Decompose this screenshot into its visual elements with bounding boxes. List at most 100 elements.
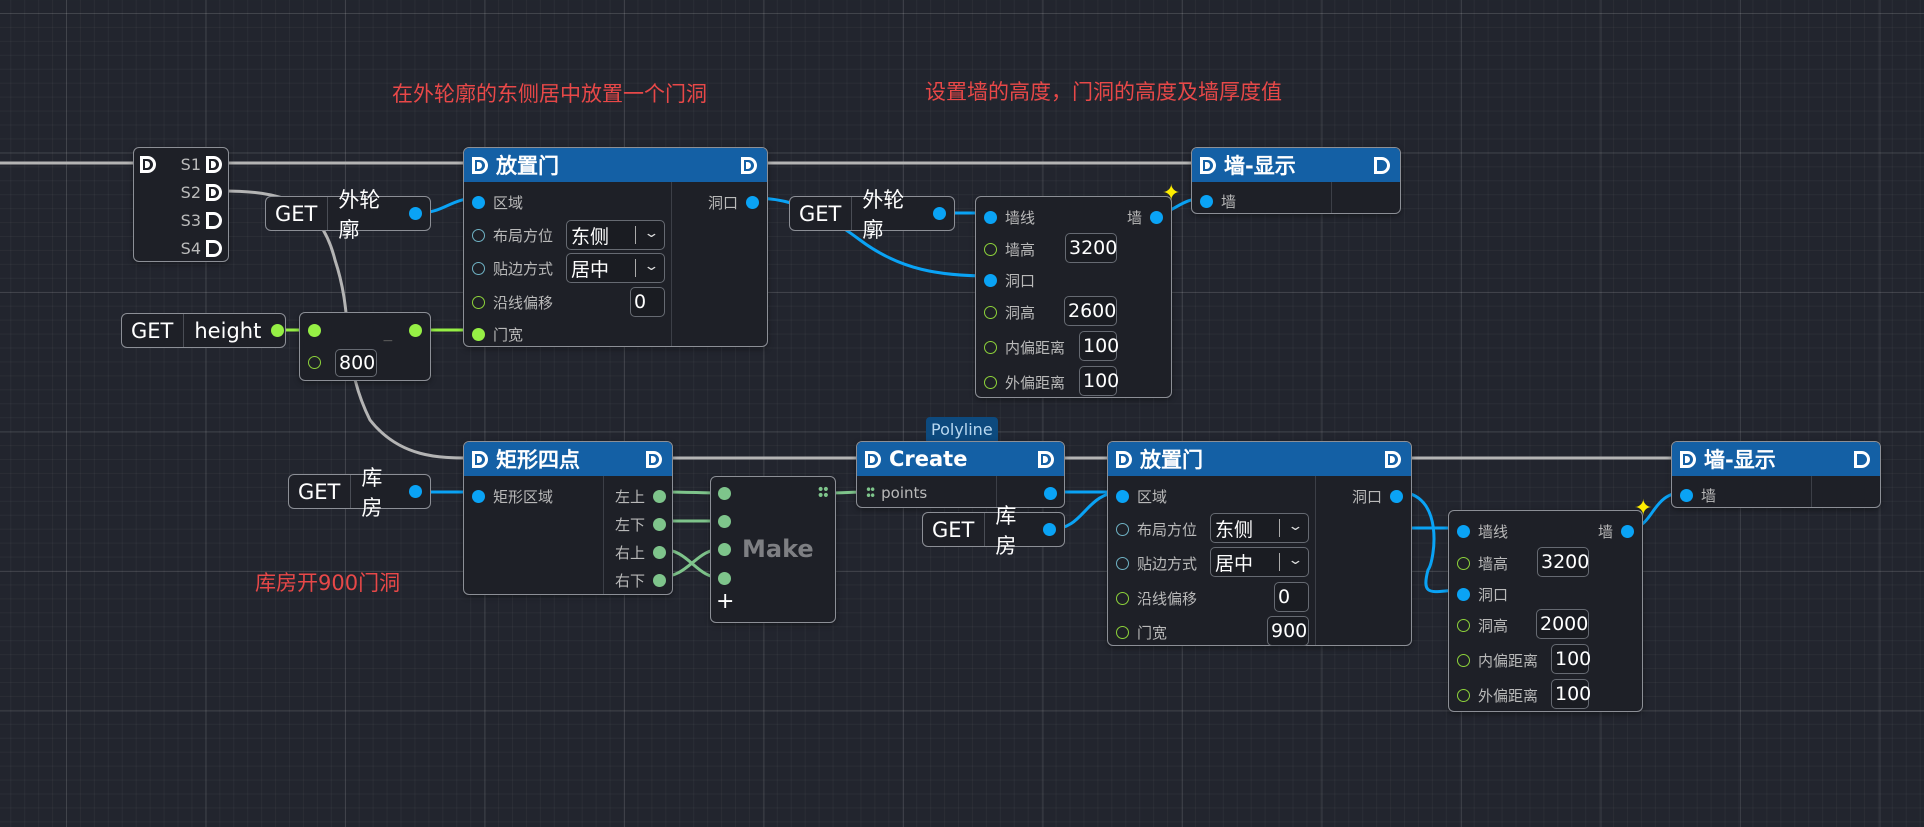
output-pin[interactable]	[1044, 487, 1057, 500]
input-layout[interactable]: 布局方位	[472, 225, 553, 246]
inner-offset-field[interactable]: 100	[1551, 644, 1591, 674]
point-pin[interactable]	[718, 572, 731, 585]
object-pin[interactable]	[1457, 525, 1470, 538]
object-pin[interactable]	[1116, 490, 1129, 503]
output-pin[interactable]	[271, 324, 285, 337]
object-pin[interactable]	[472, 196, 485, 209]
input-wall-height[interactable]: 墙高	[984, 239, 1035, 260]
point-pin[interactable]	[653, 546, 666, 559]
output-bottom-right[interactable]: 右下	[615, 570, 666, 591]
input-width[interactable]: 门宽	[1116, 622, 1167, 643]
input-points[interactable]: •••• points	[865, 483, 928, 503]
sequence-output-s2[interactable]: S2	[181, 183, 222, 202]
input-wall[interactable]: 墙	[1680, 485, 1716, 506]
object-pin[interactable]	[984, 274, 997, 287]
rect-points-node[interactable]: 矩形四点 矩形区域 左上 左下 右上 右下	[463, 441, 673, 595]
point-pin[interactable]	[718, 487, 731, 500]
exec-in-icon[interactable]	[865, 450, 881, 468]
input-align[interactable]: 贴边方式	[1116, 553, 1197, 574]
wall-node-bottom[interactable]: 墙线 墙高 3200 洞口 洞高 2000 内偏距离 100 外偏距离 100 …	[1448, 510, 1643, 712]
array-pin-icon[interactable]: ••••	[865, 483, 876, 503]
exec-out-icon[interactable]	[741, 157, 757, 174]
exec-out-icon[interactable]	[206, 156, 222, 173]
number-pin[interactable]	[984, 341, 997, 354]
get-outline-node[interactable]: GET 外轮廓	[789, 188, 955, 242]
input-rect-region[interactable]: 矩形区域	[472, 486, 553, 507]
output-pin[interactable]	[1043, 523, 1056, 536]
make-array-node[interactable]: •••• Make +	[710, 476, 836, 623]
get-storeroom-node[interactable]: GET 库房	[922, 504, 1065, 558]
input-hole-height[interactable]: 洞高	[1457, 615, 1508, 636]
get-outline-node[interactable]: GET 外轮廓	[265, 188, 431, 242]
hole-height-field[interactable]: 2000	[1536, 609, 1589, 639]
number-pin[interactable]	[1457, 619, 1470, 632]
sequence-node[interactable]: S1 S2 S3 S4	[133, 147, 229, 262]
output-bottom-left[interactable]: 左下	[615, 514, 666, 535]
width-field[interactable]: 900	[1267, 616, 1309, 646]
inner-offset-field[interactable]: 100	[1079, 331, 1119, 361]
output-pin[interactable]	[409, 485, 422, 498]
subtract-node[interactable]: − 800	[299, 312, 431, 381]
enum-pin[interactable]	[472, 229, 485, 242]
point-pin[interactable]	[653, 518, 666, 531]
input-hole-height[interactable]: 洞高	[984, 302, 1035, 323]
place-door-node-bottom[interactable]: 放置门 区域 布局方位 东侧 ⌄ 贴边方式 居中 ⌄ 沿线偏移 0 门宽 900…	[1107, 441, 1412, 646]
number-pin[interactable]	[472, 328, 485, 341]
number-pin[interactable]	[984, 376, 997, 389]
point-pin[interactable]	[653, 490, 666, 503]
exec-out-icon[interactable]	[1374, 157, 1390, 174]
align-dropdown[interactable]: 居中 ⌄	[566, 253, 665, 283]
exec-out-icon[interactable]	[646, 451, 662, 468]
exec-in-icon[interactable]	[472, 450, 488, 468]
output-pin[interactable]	[409, 324, 422, 337]
point-pin[interactable]	[718, 543, 731, 556]
exec-out-icon[interactable]	[1385, 451, 1401, 468]
input-inner-offset[interactable]: 内偏距离	[984, 337, 1065, 358]
sequence-output-s4[interactable]: S4	[181, 239, 222, 258]
enum-pin[interactable]	[472, 262, 485, 275]
exec-in-icon[interactable]	[1116, 450, 1132, 468]
object-pin[interactable]	[1457, 588, 1470, 601]
input-pin-b[interactable]	[308, 356, 321, 369]
input-inner-offset[interactable]: 内偏距离	[1457, 650, 1538, 671]
input-wall[interactable]: 墙	[1200, 191, 1236, 212]
input-layout[interactable]: 布局方位	[1116, 519, 1197, 540]
input-wall-height[interactable]: 墙高	[1457, 553, 1508, 574]
input-align[interactable]: 贴边方式	[472, 258, 553, 279]
number-pin[interactable]	[1457, 689, 1470, 702]
input-outer-offset[interactable]: 外偏距离	[984, 372, 1065, 393]
place-door-node-top[interactable]: 放置门 区域 布局方位 东侧 ⌄ 贴边方式 居中 ⌄ 沿线偏移 0 门宽 洞口	[463, 147, 768, 347]
wall-display-node-top[interactable]: 墙-显示 墙	[1191, 147, 1401, 214]
object-pin[interactable]	[1390, 490, 1403, 503]
input-hole[interactable]: 洞口	[984, 270, 1035, 291]
exec-out-icon[interactable]	[1854, 451, 1870, 468]
enum-pin[interactable]	[1116, 557, 1129, 570]
object-pin[interactable]	[472, 490, 485, 503]
number-pin[interactable]	[1457, 557, 1470, 570]
input-offset[interactable]: 沿线偏移	[1116, 588, 1197, 609]
input-region[interactable]: 区域	[1116, 486, 1167, 507]
sequence-output-s1[interactable]: S1	[181, 155, 222, 174]
layout-dropdown[interactable]: 东侧 ⌄	[1210, 513, 1309, 543]
output-wall[interactable]: 墙	[1598, 521, 1634, 542]
number-pin[interactable]	[472, 296, 485, 309]
wall-height-field[interactable]: 3200	[1065, 233, 1117, 263]
add-pin-button[interactable]: +	[716, 589, 735, 614]
exec-in-icon[interactable]	[472, 156, 488, 174]
wall-height-field[interactable]: 3200	[1537, 547, 1589, 577]
offset-field[interactable]: 0	[1274, 582, 1309, 612]
output-pin[interactable]	[933, 207, 946, 220]
output-hole[interactable]: 洞口	[708, 192, 759, 213]
output-wall[interactable]: 墙	[1127, 207, 1163, 228]
exec-out-icon[interactable]	[206, 212, 222, 229]
object-pin[interactable]	[1200, 195, 1213, 208]
object-pin[interactable]	[1621, 525, 1634, 538]
output-top-right[interactable]: 右上	[615, 542, 666, 563]
object-pin[interactable]	[984, 211, 997, 224]
align-dropdown[interactable]: 居中 ⌄	[1210, 547, 1309, 577]
number-pin[interactable]	[1116, 592, 1129, 605]
point-pin[interactable]	[718, 515, 731, 528]
point-pin[interactable]	[653, 574, 666, 587]
object-pin[interactable]	[1150, 211, 1163, 224]
input-region[interactable]: 区域	[472, 192, 523, 213]
